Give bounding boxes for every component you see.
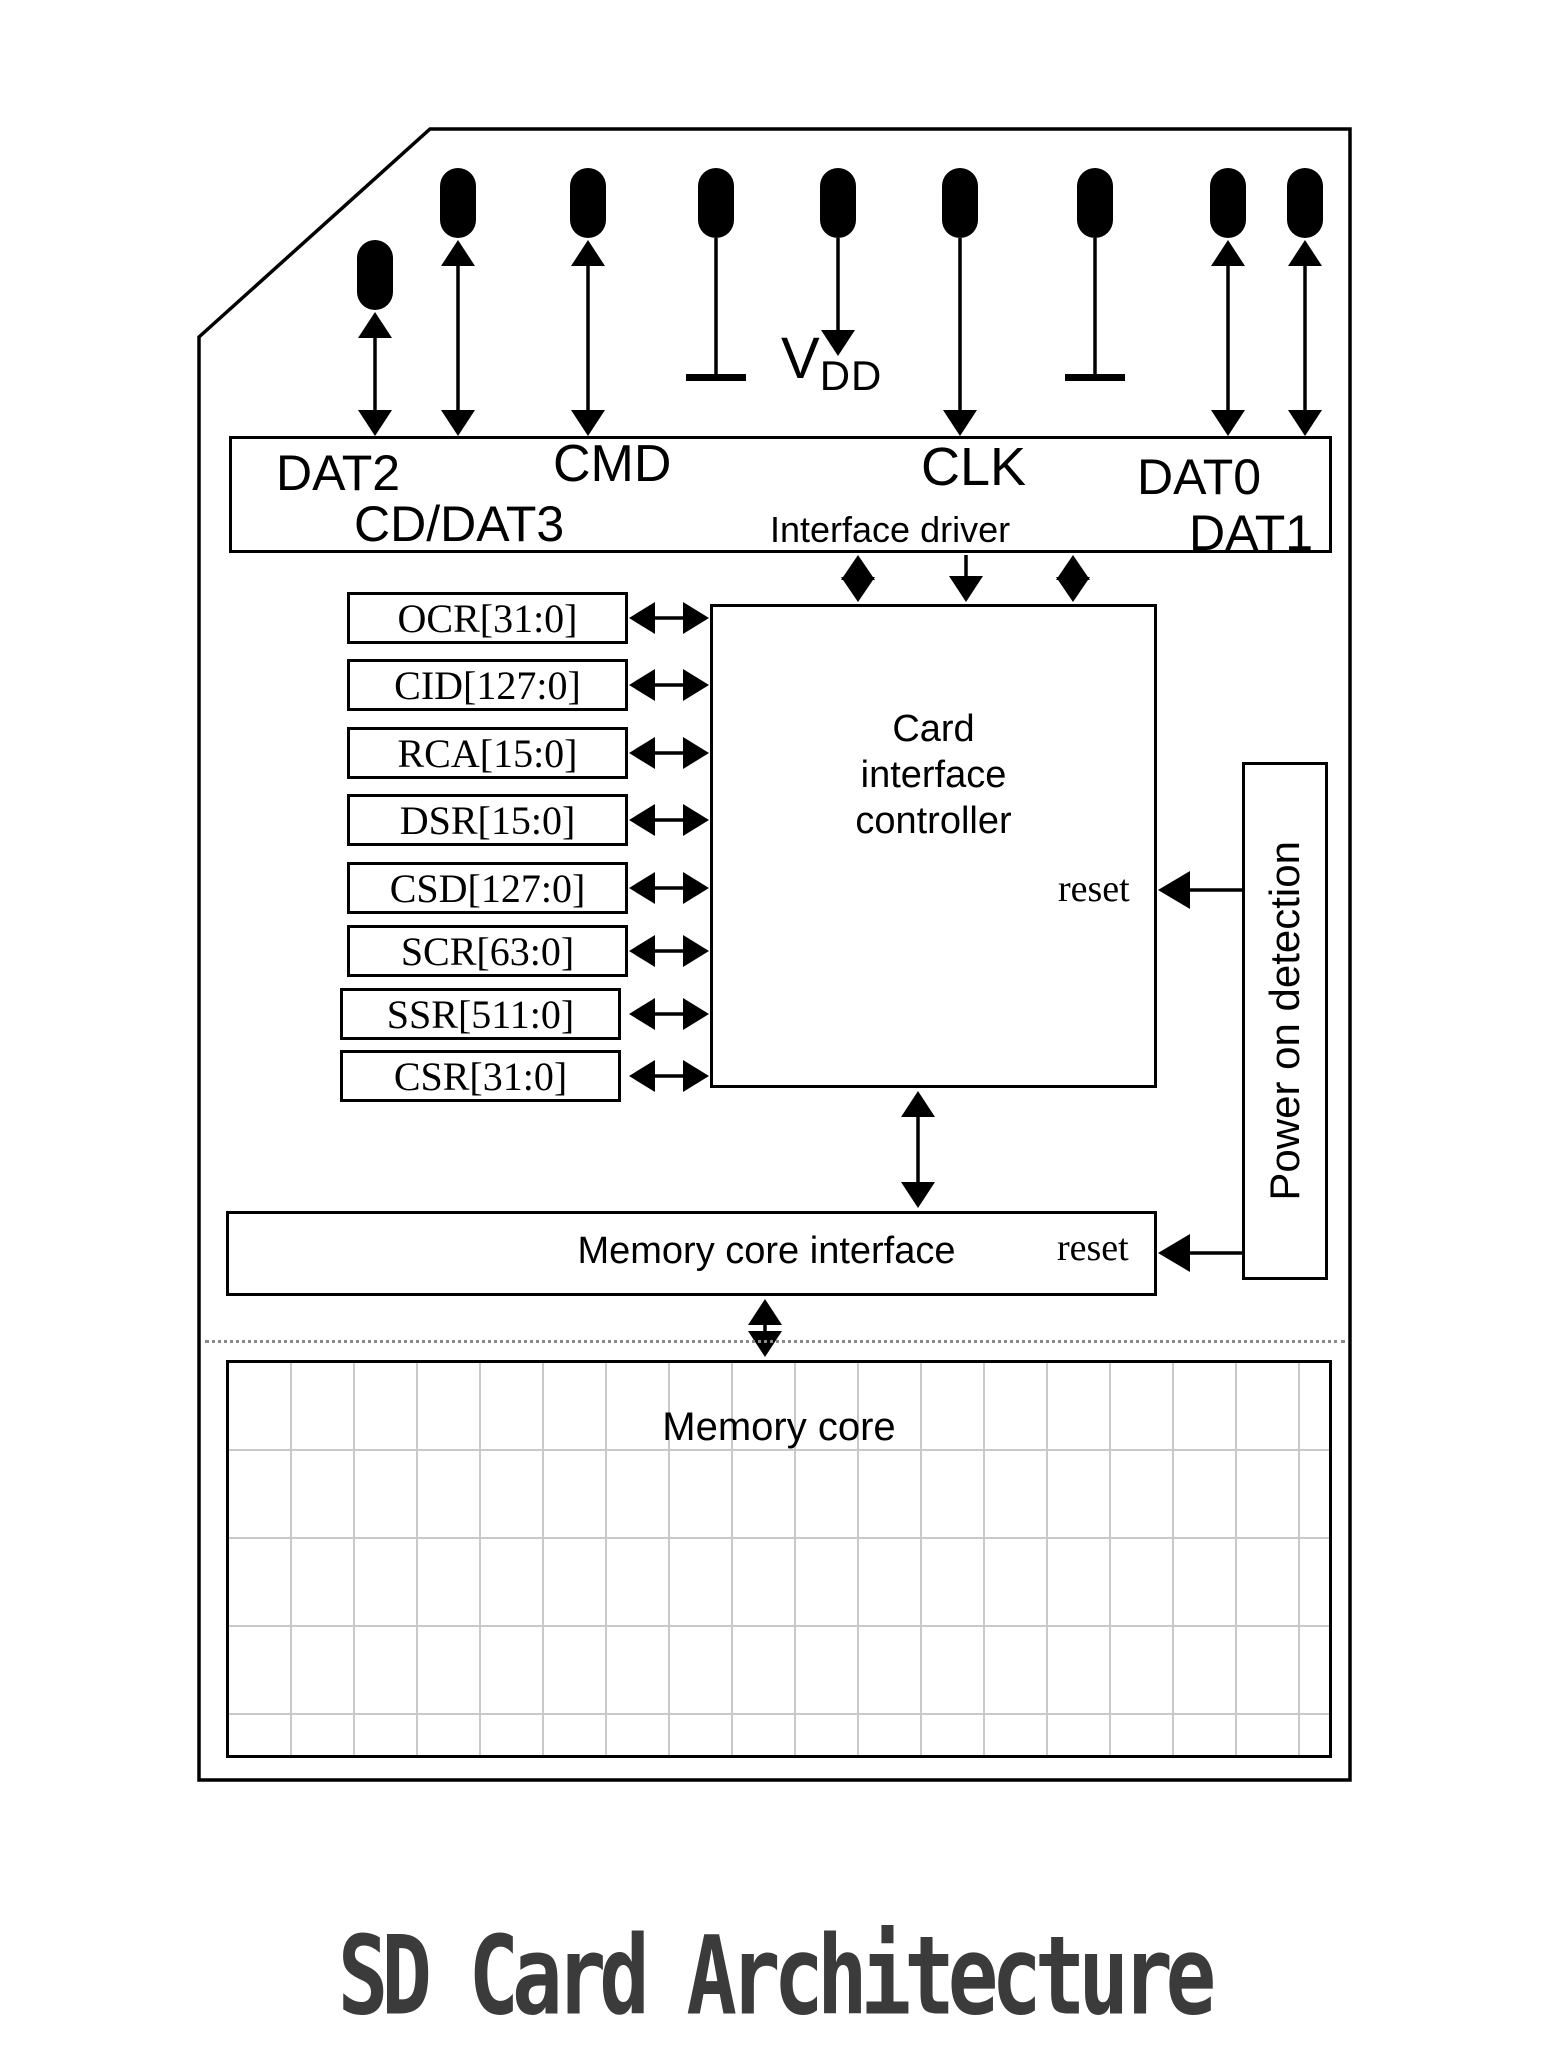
power-on-detection-label-wrap: Power on detection	[1242, 762, 1328, 1280]
controller-reset-label: reset	[1058, 868, 1130, 910]
cmd-pin-icon	[570, 168, 606, 436]
dat0-pin-icon	[1210, 168, 1246, 436]
rca-bus-arrow	[629, 737, 709, 769]
reset-arrow-to-controller	[1158, 871, 1242, 909]
register-bus-arrows	[629, 602, 709, 1092]
vdd-label: VDD	[781, 330, 882, 397]
vdd-base: V	[781, 326, 820, 391]
vdd-pin-icon	[820, 168, 856, 356]
power-on-detection-box	[1242, 762, 1328, 1280]
reset-arrow-to-memory-interface	[1158, 1234, 1242, 1272]
vdd-subscript: DD	[819, 352, 883, 399]
register-cid: CID[127:0]	[347, 659, 628, 711]
dat2-pin-icon	[357, 240, 393, 436]
register-csd: CSD[127:0]	[347, 862, 628, 914]
register-dsr: DSR[15:0]	[347, 794, 628, 846]
card-interface-controller-box	[710, 604, 1157, 1088]
memory-core-interface-box	[226, 1211, 1157, 1296]
register-ocr: OCR[31:0]	[347, 592, 628, 644]
ground-pin-right-icon	[1065, 168, 1125, 381]
dat2-label: DAT2	[276, 445, 401, 501]
interface-driver-label: Interface driver	[770, 509, 1011, 550]
driver-controller-clk-arrow	[949, 555, 983, 602]
driver-controller-bidirectional-arrow-right	[1056, 555, 1090, 602]
memory-core-label: Memory core	[662, 1405, 896, 1449]
register-ssr: SSR[511:0]	[340, 988, 621, 1040]
interface-driver-box	[229, 436, 1332, 553]
page-title: SD Card Architecture	[337, 1912, 1216, 2040]
dat1-label: DAT1	[1189, 505, 1314, 561]
csr-bus-arrow	[629, 1060, 709, 1092]
memory-core-dotted-separator	[205, 1340, 1345, 1343]
ssr-bus-arrow	[629, 998, 709, 1030]
cid-bus-arrow	[629, 669, 709, 701]
memory-interface-memory-core-arrow	[748, 1299, 782, 1357]
controller-memory-interface-arrow	[901, 1091, 935, 1208]
sd-card-outline	[197, 127, 1352, 1782]
cd-dat3-pin-icon	[440, 168, 476, 436]
card-interface-controller-label: Card interface controller	[855, 708, 1012, 842]
register-scr: SCR[63:0]	[347, 925, 628, 977]
ground-pin-left-icon	[686, 168, 746, 381]
cmd-label: CMD	[553, 435, 672, 493]
driver-controller-bidirectional-arrow-left	[841, 555, 875, 602]
dat0-label: DAT0	[1137, 449, 1262, 505]
clk-pin-icon	[942, 168, 978, 436]
csd-bus-arrow	[629, 872, 709, 904]
register-csr: CSR[31:0]	[340, 1050, 621, 1102]
memory-core-box: Memory core	[226, 1360, 1332, 1758]
dat1-pin-icon	[1287, 168, 1323, 436]
register-rca: RCA[15:0]	[347, 727, 628, 779]
memory-interface-reset-label: reset	[1057, 1227, 1129, 1269]
scr-bus-arrow	[629, 935, 709, 967]
cd-dat3-label: CD/DAT3	[354, 496, 565, 552]
clk-label: CLK	[921, 437, 1027, 497]
memory-core-interface-label: Memory core interface	[577, 1230, 956, 1272]
power-on-detection-label: Power on detection	[1261, 841, 1308, 1201]
dsr-bus-arrow	[629, 804, 709, 836]
ocr-bus-arrow	[629, 602, 709, 634]
